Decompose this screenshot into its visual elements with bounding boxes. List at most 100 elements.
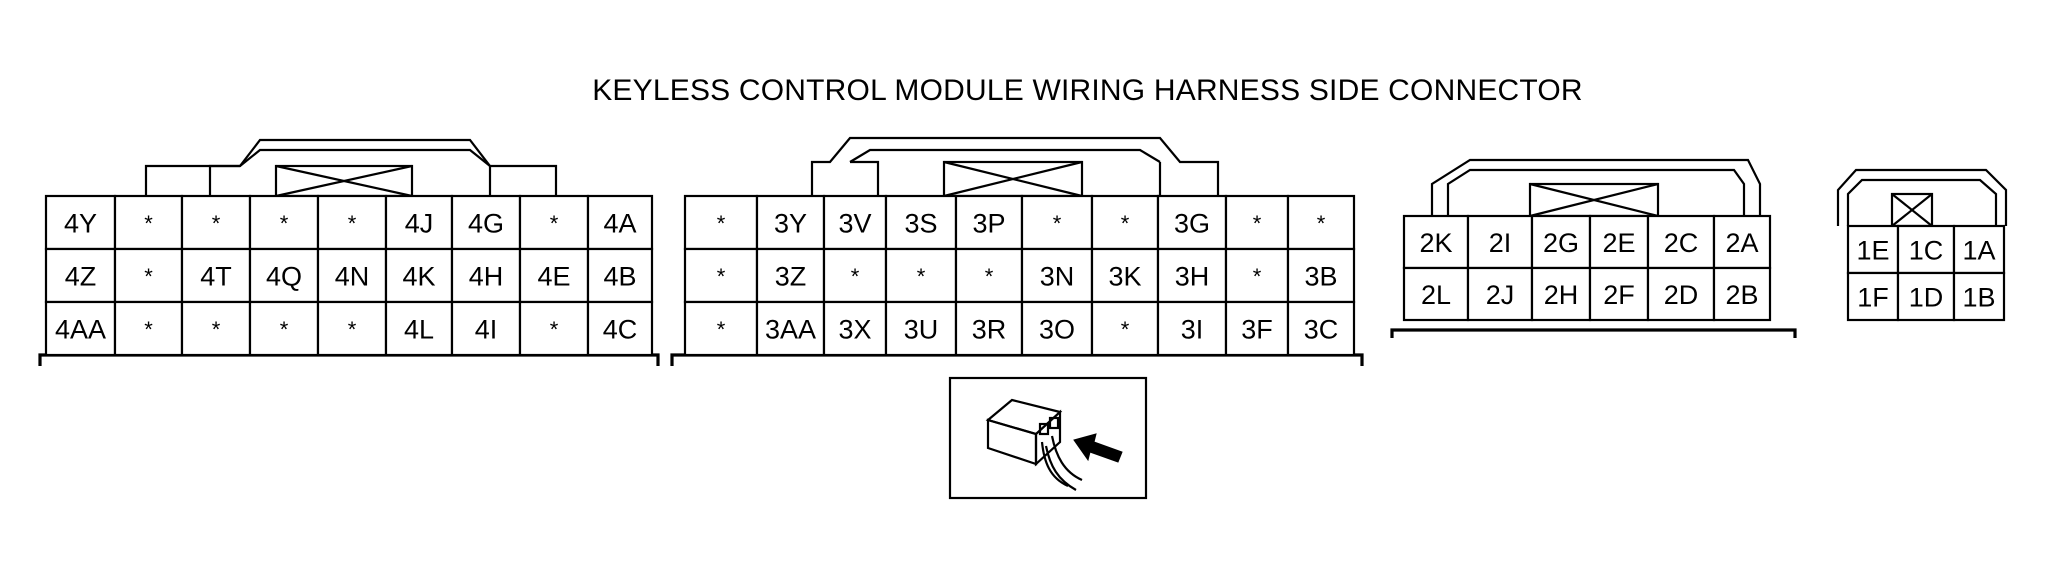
pin-cell xyxy=(683,300,759,357)
unused-pin-mark: * xyxy=(717,317,726,342)
pin-cell xyxy=(180,300,252,357)
pin-cell xyxy=(1712,266,1772,322)
pin-label: 2H xyxy=(1544,280,1579,310)
unused-pin-mark: * xyxy=(1253,211,1262,236)
pin-cell xyxy=(1286,300,1356,357)
pin-label: 3I xyxy=(1181,315,1204,345)
pin-cell xyxy=(316,300,388,357)
pin-cell xyxy=(1090,194,1160,251)
pin-label: 3AA xyxy=(765,315,816,345)
pin-cell xyxy=(1588,266,1650,322)
unused-pin-mark: * xyxy=(717,264,726,289)
pin-cell xyxy=(1090,247,1160,304)
pin-label: 2B xyxy=(1725,280,1758,310)
pin-label: 4E xyxy=(537,262,570,292)
pin-cell xyxy=(1712,214,1772,270)
pin-cell xyxy=(954,247,1024,304)
pin-cell xyxy=(1588,214,1650,270)
pin-label: 3V xyxy=(838,209,871,239)
unused-pin-mark: * xyxy=(1317,211,1326,236)
pin-label: 3G xyxy=(1174,209,1210,239)
pin-label: 4N xyxy=(335,262,370,292)
pin-cell xyxy=(586,247,654,304)
pin-cell xyxy=(954,300,1024,357)
pin-label: 2L xyxy=(1421,280,1451,310)
unused-pin-mark: * xyxy=(1121,317,1130,342)
pin-label: 3B xyxy=(1304,262,1337,292)
pin-label: 3Y xyxy=(774,209,807,239)
pin-cell xyxy=(113,300,184,357)
unused-pin-mark: * xyxy=(212,211,221,236)
unused-pin-mark: * xyxy=(144,211,153,236)
pin-cell xyxy=(248,247,320,304)
pin-label: 4AA xyxy=(55,315,106,345)
pin-cell xyxy=(884,300,958,357)
pin-cell xyxy=(1156,194,1228,251)
diagram-title: KEYLESS CONTROL MODULE WIRING HARNESS SI… xyxy=(592,74,1583,107)
pin-label: 4C xyxy=(603,315,638,345)
pin-label: 3U xyxy=(904,315,939,345)
pin-cell xyxy=(1090,300,1160,357)
pin-label: 4K xyxy=(402,262,435,292)
pin-cell xyxy=(384,300,454,357)
pin-cell xyxy=(1020,300,1094,357)
pin-cell xyxy=(1646,214,1716,270)
pin-cell xyxy=(586,300,654,357)
pin-label: 4J xyxy=(405,209,434,239)
pin-cell xyxy=(755,300,826,357)
pin-label: 2I xyxy=(1489,228,1512,258)
pin-label: 1E xyxy=(1856,236,1889,266)
pin-cell xyxy=(1530,214,1592,270)
pin-cell xyxy=(1020,194,1094,251)
pin-cell xyxy=(1224,247,1290,304)
pin-label: 3F xyxy=(1241,315,1273,345)
pin-label: 4Z xyxy=(65,262,97,292)
pin-cell xyxy=(755,247,826,304)
pin-cell xyxy=(1530,266,1592,322)
pin-label: 3R xyxy=(972,315,1007,345)
pin-cell xyxy=(1402,214,1470,270)
pin-label: 3C xyxy=(1304,315,1339,345)
pin-label: 3N xyxy=(1040,262,1075,292)
harness-side-view-icon xyxy=(948,376,1148,500)
unused-pin-mark: * xyxy=(280,317,289,342)
pin-label: 4Q xyxy=(266,262,302,292)
pin-cell xyxy=(248,194,320,251)
pin-cell xyxy=(44,194,117,251)
pin-label: 4H xyxy=(469,262,504,292)
connector-2-housing xyxy=(1390,158,1797,338)
unused-pin-mark: * xyxy=(1121,211,1130,236)
pin-label: 4G xyxy=(468,209,504,239)
pin-label: 1C xyxy=(1909,236,1944,266)
pin-cell xyxy=(44,300,117,357)
unused-pin-mark: * xyxy=(348,317,357,342)
pin-cell xyxy=(248,300,320,357)
unused-pin-mark: * xyxy=(917,264,926,289)
pin-label: 1D xyxy=(1909,283,1944,313)
unused-pin-mark: * xyxy=(144,317,153,342)
unused-pin-mark: * xyxy=(144,264,153,289)
pin-cell xyxy=(384,247,454,304)
pin-label: 3H xyxy=(1175,262,1210,292)
pin-label: 2G xyxy=(1543,228,1579,258)
unused-pin-mark: * xyxy=(212,317,221,342)
connector-1-housing xyxy=(1836,168,2008,228)
pin-cell xyxy=(113,194,184,251)
pin-label: 3P xyxy=(972,209,1005,239)
pin-label: 3Z xyxy=(775,262,807,292)
unused-pin-mark: * xyxy=(717,211,726,236)
pin-cell xyxy=(1952,224,2006,275)
unused-pin-mark: * xyxy=(1253,264,1262,289)
unused-pin-mark: * xyxy=(348,211,357,236)
unused-pin-mark: * xyxy=(1053,211,1062,236)
pin-cell xyxy=(822,247,888,304)
pin-cell xyxy=(586,194,654,251)
pin-label: 2J xyxy=(1486,280,1515,310)
pin-cell xyxy=(316,194,388,251)
pin-label: 2C xyxy=(1664,228,1699,258)
pin-label: 1A xyxy=(1962,236,1995,266)
